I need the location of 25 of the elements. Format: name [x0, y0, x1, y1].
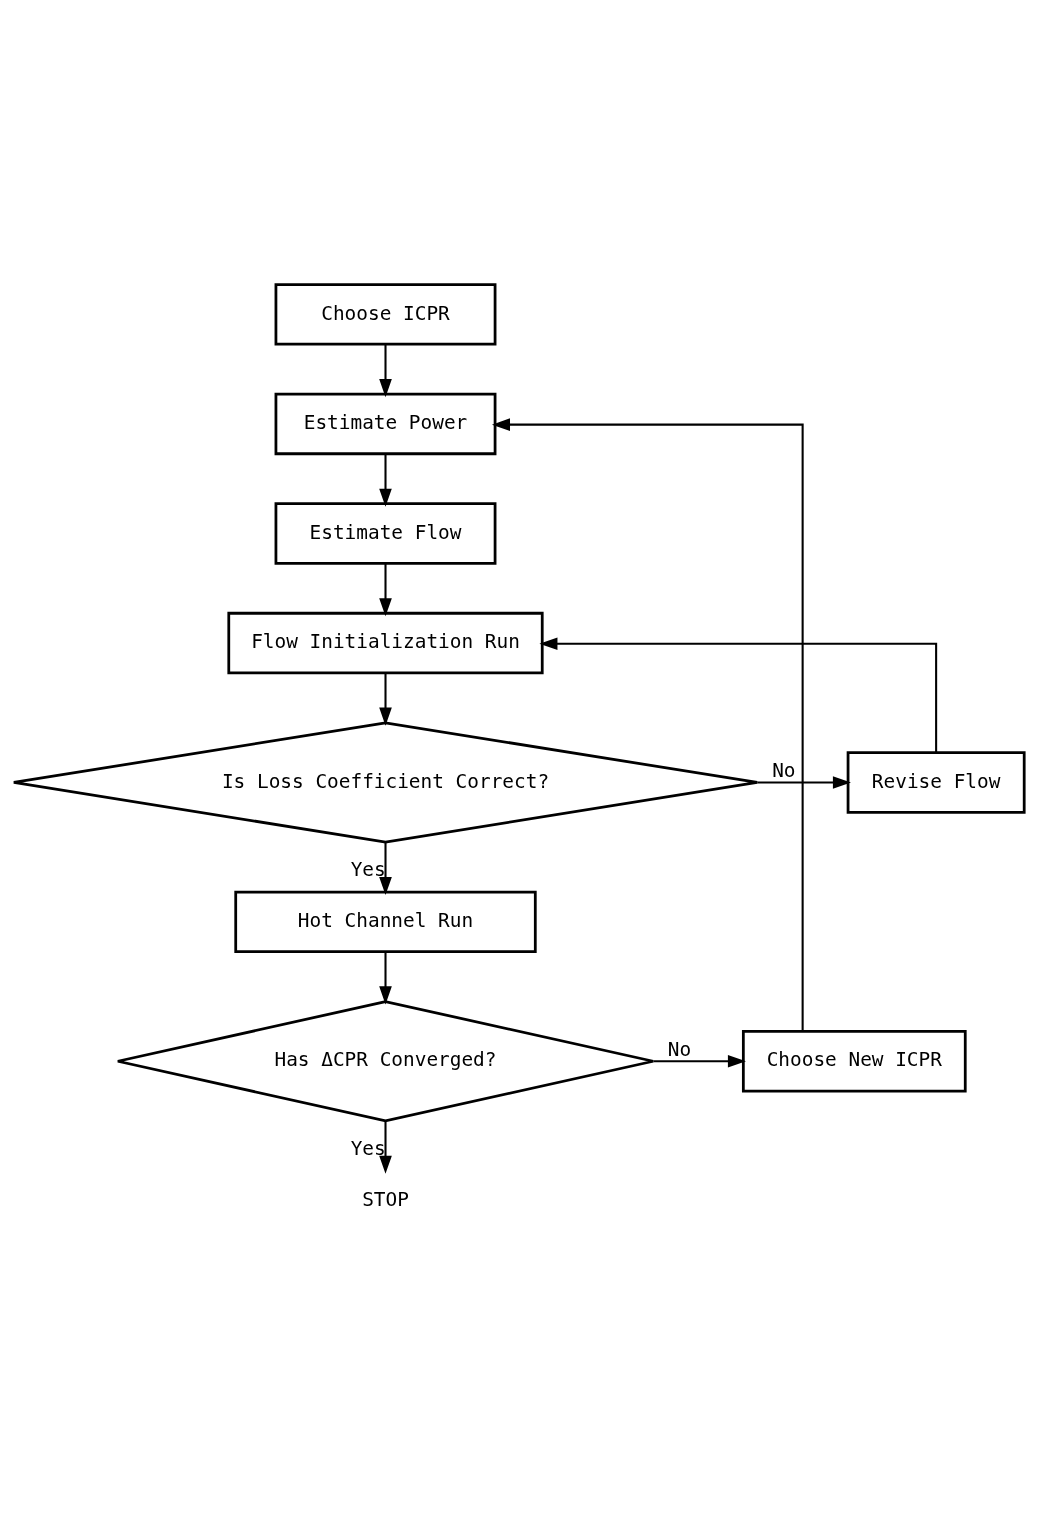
- node-box: Choose New ICPR: [741, 1030, 967, 1093]
- arrow: [379, 1121, 392, 1174]
- edge-label: Yes: [350, 857, 386, 881]
- node-box: Choose ICPR: [274, 283, 497, 346]
- node-box: Estimate Flow: [274, 502, 497, 565]
- node-box: Estimate Power: [274, 392, 497, 456]
- arrow: [379, 563, 392, 617]
- edge-label: Yes: [350, 1136, 386, 1160]
- arrow: [379, 842, 392, 896]
- arrow: [379, 453, 392, 507]
- node-text: STOP: [362, 1187, 409, 1211]
- node-box: Hot Channel Run: [234, 890, 537, 954]
- arrow: [379, 673, 392, 726]
- arrow: [491, 418, 804, 1032]
- edge-label: No: [772, 759, 796, 783]
- arrow: [379, 952, 392, 1005]
- node-box: Flow Initialization Run: [227, 611, 544, 675]
- node-box: Revise Flow: [846, 751, 1026, 814]
- arrow: [757, 776, 851, 789]
- node-diamond: Has ΔCPR Converged?: [116, 1000, 655, 1123]
- node-diamond: Is Loss Coefficient Correct?: [12, 721, 759, 844]
- arrow: [653, 1054, 746, 1068]
- arrow: [379, 344, 392, 398]
- arrow: [539, 637, 938, 753]
- edge-label: No: [667, 1037, 692, 1061]
